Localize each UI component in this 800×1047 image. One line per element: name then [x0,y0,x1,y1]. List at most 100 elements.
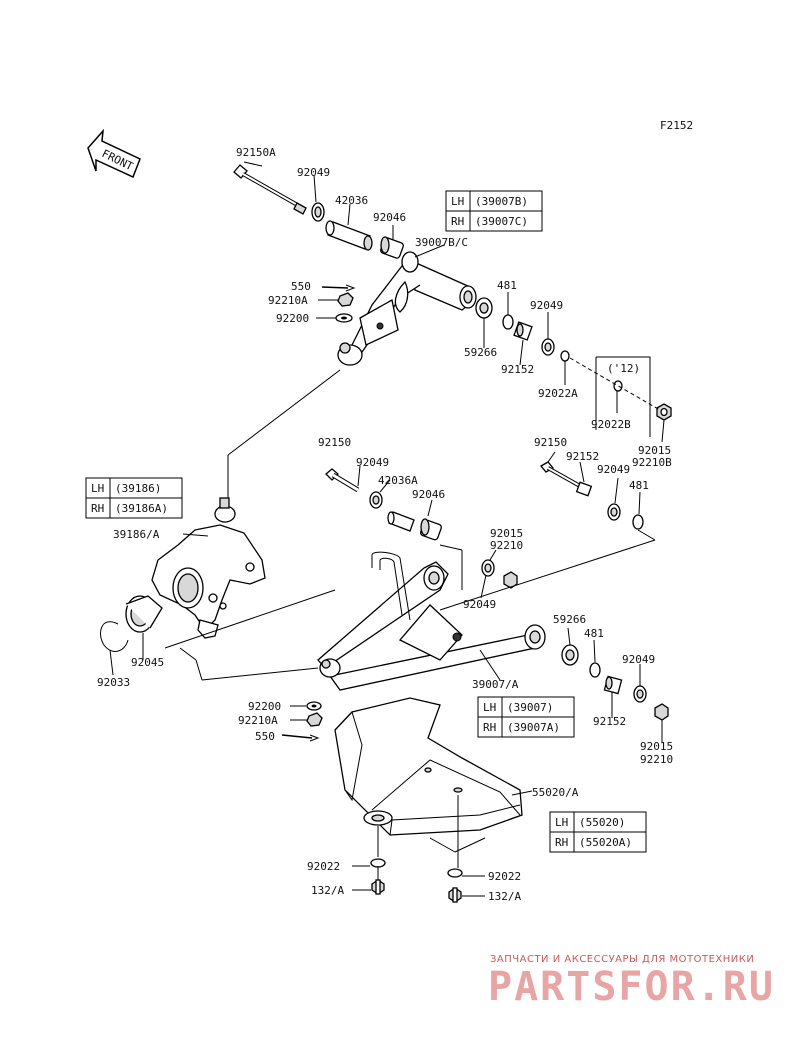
table-upper-arm: LH (39007B) RH (39007C) [445,190,543,232]
washer-92049-upper-right [541,338,555,356]
label-42036: 42036 [335,194,368,207]
table-guard: LH (55020) RH (55020A) [549,811,647,853]
label-132A: 132/A [488,890,521,903]
figure-code: F2152 [660,119,693,132]
collar-42036 [325,220,373,251]
table-upper-arm-rh-key: RH [451,215,464,228]
cotter-pin-550-upper [321,284,356,292]
label-92200: 92200 [276,312,309,325]
label-92015: 92015 [638,444,671,457]
seal-481-lower [589,662,601,678]
label-39007BC: 39007B/C [415,236,468,249]
washer-92049-inner [481,559,495,577]
nut-92015-upper [656,403,672,421]
washer-92049-lower-right [633,685,647,703]
label-92022: 92022 [307,860,340,873]
washer-92049-right [607,503,621,521]
part-labels: 92150A 92049 42036 92046 39007B/C 550 92… [97,146,673,903]
label-92150A: 92150A [236,146,276,159]
watermark: ЗАПЧАСТИ И АКСЕССУАРЫ ДЛЯ МОТОТЕХНИКИ PA… [488,954,775,1010]
snap-ring-92033 [100,621,129,652]
label-92210A: 92210A [268,294,308,307]
label-92049: 92049 [597,463,630,476]
label-92033: 92033 [97,676,130,689]
collar-92152-upper [513,321,533,341]
washer-92049-lower [369,491,383,509]
bush-92046-upper [380,236,404,259]
table-upper-arm-rh-val: (39007C) [475,215,528,228]
bush-59266-lower [561,644,579,666]
label-92152: 92152 [566,450,599,463]
table-lower-arm-lh-key: LH [483,701,496,714]
table-lower-arm-rh-key: RH [483,721,496,734]
table-lower-arm: LH (39007) RH (39007A) [477,696,575,738]
bearing-92045 [125,595,163,633]
seal-481-right [632,514,644,530]
bolt-132A-left [371,879,385,895]
label-92200: 92200 [248,700,281,713]
label-92210: 92210 [640,753,673,766]
leader-lines [109,161,665,897]
table-knuckle-rh-key: RH [91,502,104,515]
guard-55020 [334,697,523,836]
label-92210: 92210 [490,539,523,552]
table-upper-arm-lh-val: (39007B) [475,195,528,208]
label-92015: 92015 [640,740,673,753]
label-132A: 132/A [311,884,344,897]
upper-arm-assembly [233,164,672,421]
table-knuckle-lh-val: (39186) [115,482,161,495]
label-92150: 92150 [318,436,351,449]
label-92022B: 92022B [591,418,631,431]
table-lower-arm-lh-val: (39007) [507,701,553,714]
washer-92022A [560,350,570,362]
label-92045: 92045 [131,656,164,669]
front-arrow-icon: FRONT [87,128,141,179]
watermark-brand: PARTSFOR.RU [488,964,775,1010]
bolt-92150-lower [325,468,360,493]
table-guard-rh-key: RH [555,836,568,849]
label-550: 550 [255,730,275,743]
table-guard-lh-val: (55020) [579,816,625,829]
table-guard-lh-key: LH [555,816,568,829]
lower-arm-assembly [281,461,669,742]
label-92152: 92152 [501,363,534,376]
label-59266: 59266 [464,346,497,359]
nut-92015-lower [654,703,669,721]
lower-arm [317,551,546,691]
nut-92210A-upper [337,292,354,307]
label-92049: 92049 [622,653,655,666]
nut-92210A-lower [306,712,323,727]
label-92049: 92049 [530,299,563,312]
knuckle-39186 [151,497,266,639]
label-92152: 92152 [593,715,626,728]
bolt-92150A [233,164,307,215]
label-92150: 92150 [534,436,567,449]
label-92210A: 92210A [238,714,278,727]
label-92022: 92022 [488,870,521,883]
upper-arm [337,251,477,366]
watermark-tagline: ЗАПЧАСТИ И АКСЕССУАРЫ ДЛЯ МОТОТЕХНИКИ [490,954,754,965]
washer-92022B [613,380,623,392]
washer-92200-upper [335,313,353,323]
bolt-132A-right [448,887,462,903]
label-42036A: 42036A [378,474,418,487]
collar-42036A [387,511,415,532]
label-92049: 92049 [356,456,389,469]
collar-92152-right [575,481,593,497]
label-481: 481 [629,479,649,492]
label-550: 550 [291,280,311,293]
table-knuckle-lh-key: LH [91,482,104,495]
table-knuckle-rh-val: (39186A) [115,502,168,515]
label-92046: 92046 [373,211,406,224]
table-guard-rh-val: (55020A) [579,836,632,849]
seal-481-upper [502,314,514,330]
bolt-92150-right [540,461,581,488]
label-481: 481 [584,627,604,640]
knuckle-assembly [100,497,266,652]
washer-92022-right [447,868,463,878]
label-92210B: 92210B [632,456,672,469]
label-92015: 92015 [490,527,523,540]
label-59266: 59266 [553,613,586,626]
table-lower-arm-rh-val: (39007A) [507,721,560,734]
